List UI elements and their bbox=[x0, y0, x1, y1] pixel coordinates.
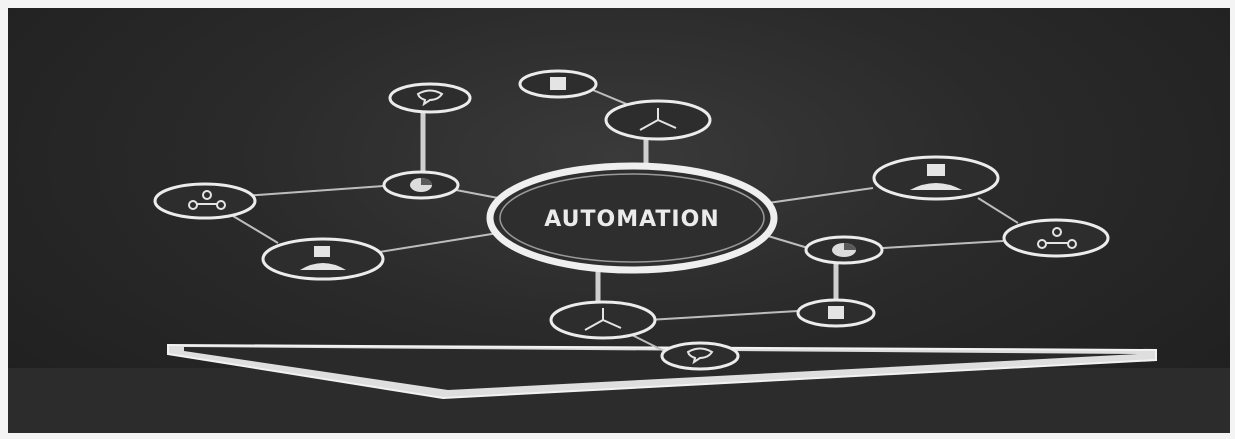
document-node-top bbox=[520, 71, 596, 97]
speech-bubble-node-bottom bbox=[662, 343, 738, 369]
automation-diagram: AUTOMATION bbox=[8, 8, 1230, 433]
network-node-left bbox=[155, 184, 255, 218]
person-node-left bbox=[263, 239, 383, 279]
document-icon bbox=[828, 306, 844, 319]
pie-chart-node-left bbox=[384, 172, 458, 198]
automation-illustration: AUTOMATION bbox=[8, 8, 1230, 433]
pie-chart-icon bbox=[832, 243, 856, 257]
pie-chart-node-right bbox=[806, 237, 882, 263]
pie-chart-icon bbox=[410, 178, 432, 192]
document-icon bbox=[550, 77, 566, 90]
clock-node-top bbox=[606, 101, 710, 139]
document-node-right bbox=[798, 300, 874, 326]
hub-label: AUTOMATION bbox=[544, 207, 719, 232]
network-node-right bbox=[1004, 220, 1108, 256]
person-node-right bbox=[874, 157, 998, 199]
hub-node: AUTOMATION bbox=[490, 166, 774, 270]
speech-bubble-node-top bbox=[390, 84, 470, 112]
clock-node-bottom bbox=[551, 302, 655, 338]
